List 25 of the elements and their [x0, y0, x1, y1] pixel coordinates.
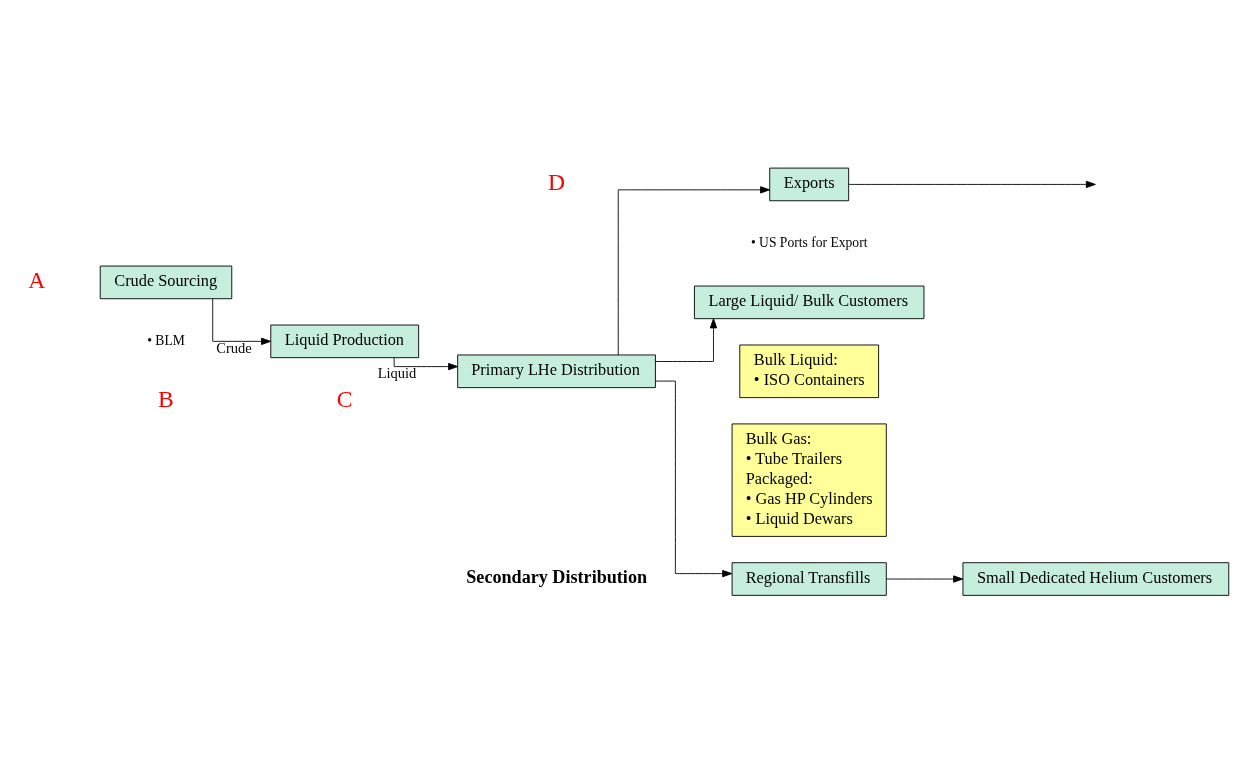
node-box: Primary LHe Distribution [457, 354, 656, 389]
arrow [393, 357, 459, 371]
arrow [617, 186, 771, 356]
label: C [336, 385, 353, 412]
label: D [548, 169, 566, 196]
node-box: Small Dedicated Helium Customers [962, 562, 1230, 596]
node-box: Crude Sourcing [99, 265, 233, 300]
label: B [158, 385, 174, 412]
node-box: Bulk Liquid: • ISO Containers [739, 344, 880, 399]
label: Secondary Distribution [466, 566, 648, 587]
edge-label: Liquid [377, 365, 417, 382]
arrow [885, 575, 964, 583]
node-label: • US Ports for Export [750, 234, 868, 250]
arrow [655, 380, 733, 578]
node-box: Large Liquid/ Bulk Customers [694, 285, 925, 320]
node-box: Regional Transfills [731, 562, 887, 596]
arrow [655, 318, 718, 362]
node-box: Bulk Gas: • Tube Trailers Packaged: • Gas HP Cylinders • Liquid Dewars [731, 423, 887, 537]
node-box: Liquid Production [270, 324, 420, 359]
node-box: Exports [769, 167, 850, 202]
arrow [212, 298, 272, 345]
label: A [28, 267, 46, 294]
node-label: • BLM [147, 332, 185, 348]
edge-label: Crude [216, 339, 252, 356]
arrow [848, 180, 1096, 189]
